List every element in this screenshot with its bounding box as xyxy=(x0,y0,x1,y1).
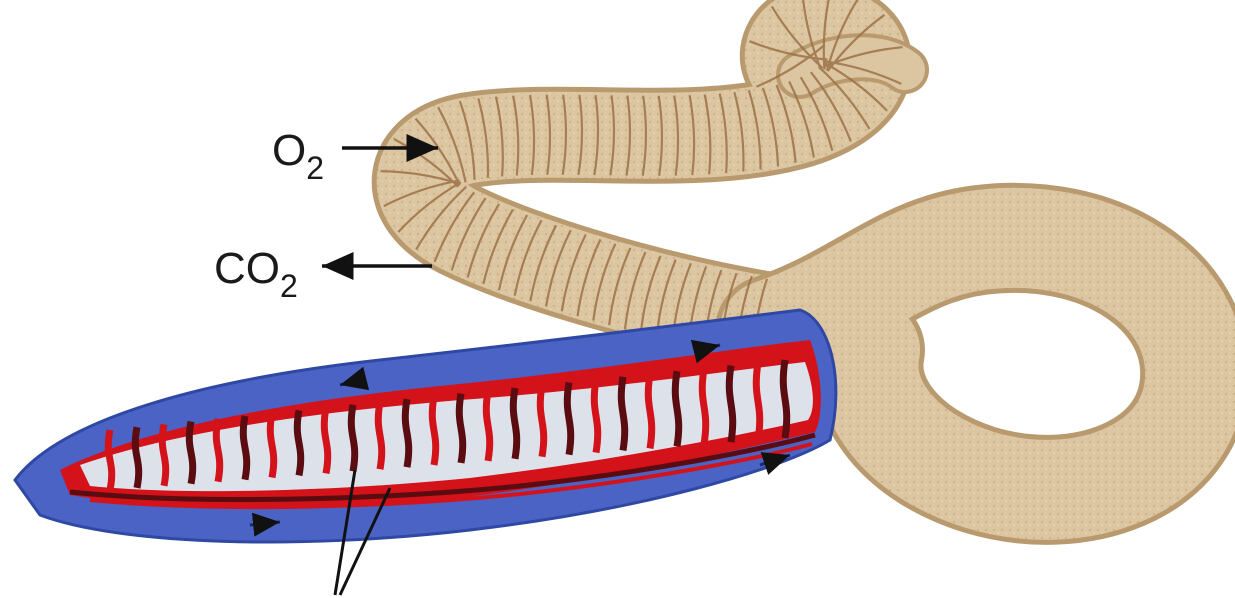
segment-vessel xyxy=(675,371,678,446)
segment-vessel xyxy=(432,396,435,465)
segment-vessel xyxy=(162,424,165,485)
segment-vessel xyxy=(729,366,732,443)
segment-vessel xyxy=(405,399,408,467)
segment-vessel xyxy=(216,419,219,482)
o2-label: O2 xyxy=(272,126,324,186)
segment-vessel xyxy=(783,360,786,438)
segment-vessel xyxy=(351,405,354,471)
co2-label: CO2 xyxy=(214,244,298,304)
worm-loop-gap xyxy=(960,338,1120,422)
segment-vessel xyxy=(378,402,381,469)
dissected-section xyxy=(15,310,836,542)
segment-vessel xyxy=(135,427,138,488)
segment-vessel xyxy=(189,422,192,484)
segment-vessel xyxy=(297,410,300,475)
segment-vessel xyxy=(243,416,246,480)
segment-vessel xyxy=(513,388,516,459)
segment-vessel xyxy=(594,380,597,453)
segment-vessel xyxy=(567,382,570,454)
segment-vessel xyxy=(648,374,651,448)
segment-vessel xyxy=(108,430,111,490)
segment-vessel xyxy=(540,385,543,457)
segment-vessel xyxy=(621,377,624,451)
segment-vessel xyxy=(702,368,705,444)
segment-vessel xyxy=(756,363,759,440)
segment-vessel xyxy=(459,394,462,463)
segment-vessel xyxy=(486,391,489,461)
segment-vessel xyxy=(270,413,273,477)
segment-vessel xyxy=(324,408,327,474)
co2-label-group: CO2 xyxy=(214,244,432,304)
